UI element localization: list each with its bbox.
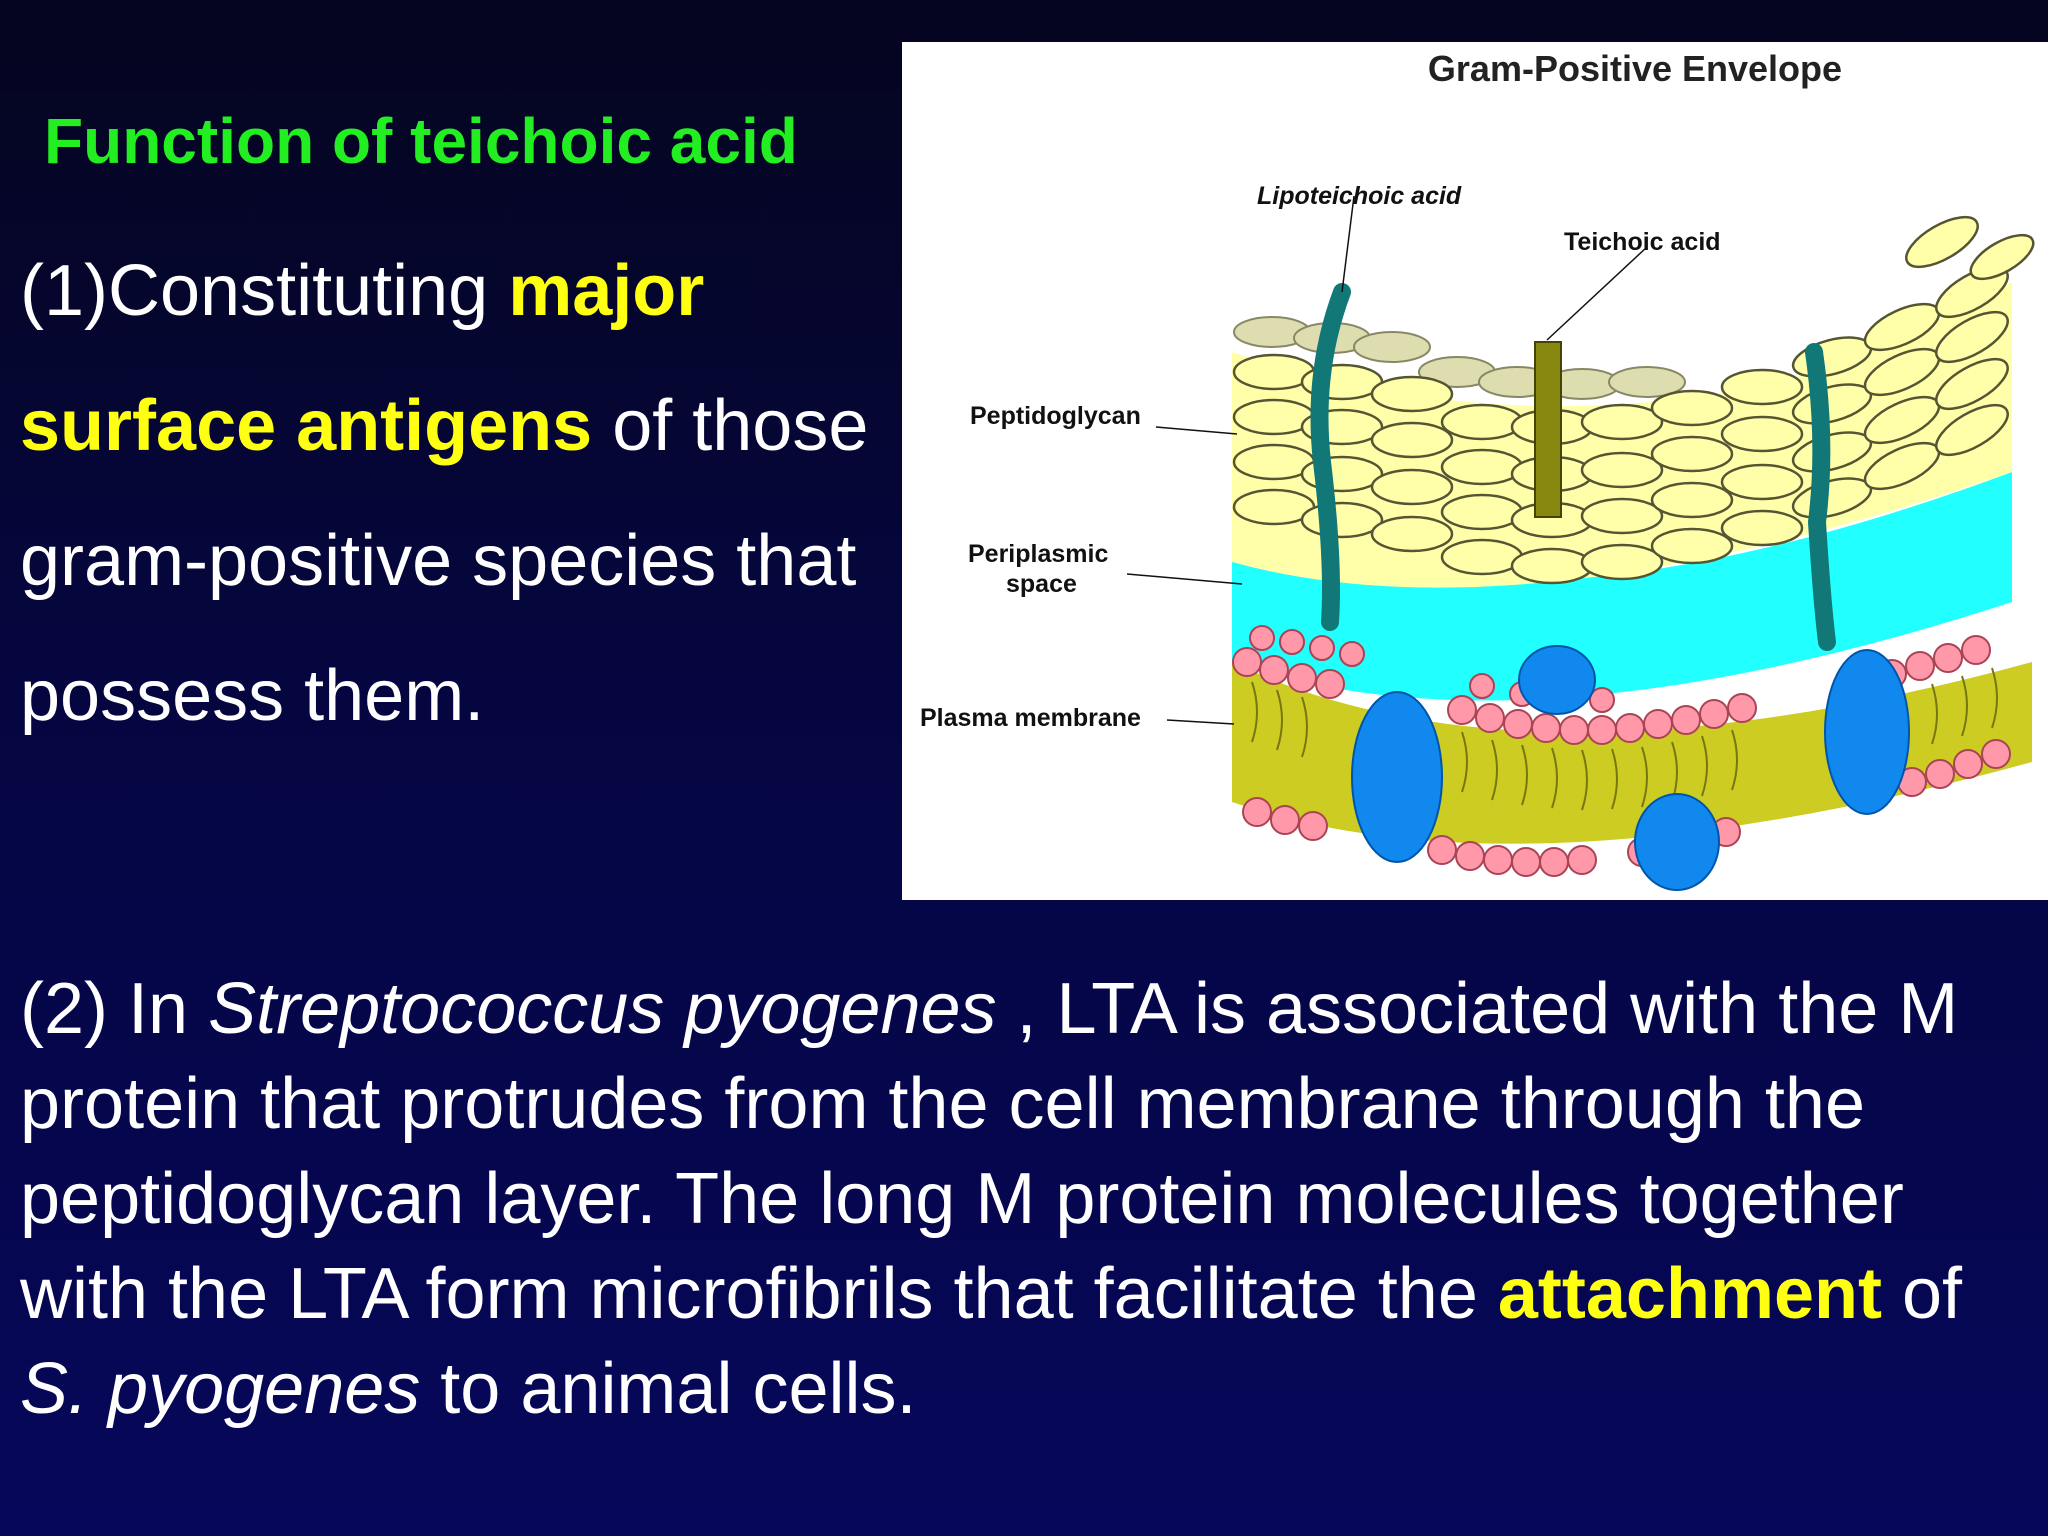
figure-title: Gram-Positive Envelope (1427, 48, 1843, 89)
point-2-species: Streptococcus pyogenes (208, 969, 997, 1049)
point-2-text-c: of (1881, 1254, 1963, 1334)
point-2-species-short: S. pyogenes (20, 1349, 421, 1429)
slide-heading: Function of teichoic acid (44, 105, 798, 177)
point-1-text-b: of those gram-positive species that poss… (20, 386, 869, 736)
point-2-text-a: (2) In (20, 969, 209, 1049)
label-lipoteichoic-acid: Lipoteichoic acid (1257, 182, 1462, 210)
label-plasma-membrane: Plasma membrane (920, 704, 1141, 732)
label-periplasmic: Periplasmic (968, 540, 1109, 568)
envelope-diagram (1126, 195, 2035, 891)
gram-positive-envelope-figure: Gram-Positive Envelope Lipoteichoic acid… (902, 42, 2048, 900)
label-peptidoglycan: Peptidoglycan (970, 402, 1141, 430)
point-1-highlight: major surface antigens (20, 251, 705, 466)
point-1: (1)Constituting major surface antigens o… (20, 224, 880, 764)
point-2: (2) In Streptococcus pyogenes , LTA is a… (20, 962, 2030, 1437)
label-teichoic-acid: Teichoic acid (1564, 228, 1721, 256)
point-2-text-d: to animal cells. (420, 1349, 917, 1429)
point-2-highlight: attachment (1497, 1254, 1882, 1334)
point-2-text-b: , LTA is associated with the M protein t… (20, 969, 1959, 1334)
point-1-text-a: (1)Constituting (20, 251, 509, 331)
label-space: space (1006, 570, 1077, 598)
